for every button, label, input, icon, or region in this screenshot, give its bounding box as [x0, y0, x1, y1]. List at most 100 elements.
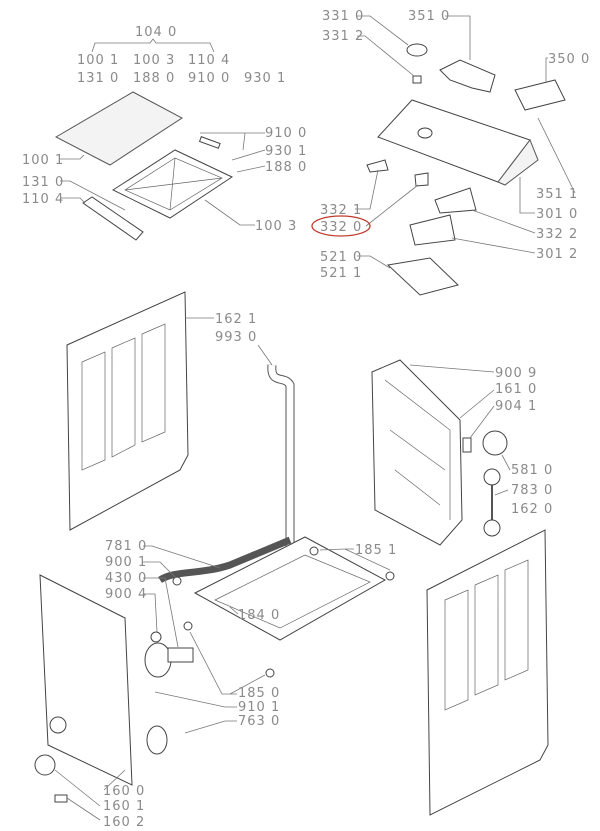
leader	[319, 548, 391, 571]
part-301-2	[409, 214, 456, 246]
part-label: 331 2	[322, 29, 364, 44]
part-label: 188 0	[265, 160, 307, 175]
foot-185-0	[183, 621, 193, 631]
frame-cross	[124, 157, 223, 211]
ring-part	[483, 468, 501, 486]
part-label: 930 1	[265, 144, 307, 159]
leader	[519, 177, 535, 214]
leader	[357, 255, 391, 269]
kit-member: 110 4	[188, 53, 230, 68]
part-332-0	[414, 172, 429, 187]
leader	[143, 561, 177, 579]
leader	[154, 691, 237, 708]
leader	[189, 631, 266, 695]
leader	[451, 237, 536, 254]
part-332-1	[366, 159, 389, 173]
leader	[409, 364, 495, 373]
leader	[231, 149, 266, 161]
clamp-900-4	[150, 631, 162, 643]
part-label: 332 1	[320, 203, 362, 218]
part-label: 581 0	[511, 463, 553, 478]
part-label: 900 4	[105, 587, 147, 602]
part-label: 160 2	[103, 815, 145, 830]
part-label: 430 0	[105, 571, 147, 586]
leader	[545, 57, 548, 82]
front-panel-part	[39, 574, 133, 786]
leader	[494, 489, 509, 496]
kit-member: 930 1	[244, 71, 286, 86]
part-label: 161 0	[495, 382, 537, 397]
side-panel-right-part	[426, 529, 549, 816]
part-label: 904 1	[495, 399, 537, 414]
filter-763-part	[146, 725, 168, 755]
part-label: 993 0	[215, 330, 257, 345]
part-label: 350 0	[548, 52, 590, 67]
part-label: 301 2	[536, 247, 578, 262]
part-label: 351 1	[536, 187, 578, 202]
part-label: 910 1	[238, 700, 280, 715]
leader	[143, 545, 221, 569]
kit-bracket	[91, 38, 215, 53]
kit-member: 910 0	[188, 71, 230, 86]
leader	[357, 15, 409, 46]
panel-knob-hole	[417, 127, 433, 139]
knob-insert-part	[412, 75, 422, 84]
part-label: 910 0	[265, 126, 307, 141]
side-panel-ribs	[81, 323, 166, 471]
part-label: 781 0	[105, 539, 147, 554]
part-label: 763 0	[238, 714, 280, 729]
leader	[445, 15, 471, 60]
part-label: 900 9	[495, 366, 537, 381]
part-label: 783 0	[511, 483, 553, 498]
part-904-1	[462, 437, 472, 453]
clamp-900-1	[172, 576, 182, 586]
part-label: 521 0	[320, 250, 362, 265]
part-label: 162 0	[511, 502, 553, 517]
hatch-cover-160-1	[34, 754, 56, 776]
leader	[184, 720, 237, 734]
leader	[257, 344, 273, 366]
side-panel-left-part	[66, 291, 189, 531]
highlighted-part-label: 332 0	[320, 220, 362, 235]
side-panel-right-ribs	[444, 559, 529, 711]
pump-581-part	[482, 430, 508, 456]
leader	[357, 35, 415, 77]
lid-part	[54, 91, 183, 166]
leader	[143, 593, 158, 633]
ring-part-lower	[483, 519, 501, 537]
drain-hose-781-part	[158, 536, 292, 584]
leader	[60, 154, 85, 160]
kit-label: 104 0	[135, 25, 177, 40]
leader	[60, 180, 126, 211]
pcb-350-part	[514, 79, 566, 111]
highlight-ellipse	[311, 215, 371, 237]
part-label: 900 1	[105, 555, 147, 570]
handle-part	[82, 196, 144, 241]
service-hatch-hole	[49, 716, 67, 734]
bracket-351-part	[439, 59, 496, 93]
part-label: 160 1	[103, 799, 145, 814]
leader	[501, 454, 511, 471]
base-frame-part	[193, 536, 387, 641]
part-label: 184 0	[238, 608, 280, 623]
part-521-module	[386, 257, 459, 296]
leader	[537, 117, 576, 194]
part-label: 521 1	[320, 266, 362, 281]
part-label: 131 0	[22, 175, 64, 190]
leader	[60, 197, 86, 204]
leader	[471, 209, 536, 234]
leader	[459, 389, 495, 419]
leader	[355, 169, 379, 210]
base-frame-inner	[214, 554, 371, 629]
part-label: 185 1	[355, 543, 397, 558]
kit-member: 100 1	[77, 53, 119, 68]
leader	[229, 606, 239, 615]
foot-185-1	[309, 546, 319, 556]
part-label: 332 2	[536, 227, 578, 242]
leader	[236, 165, 266, 173]
leader	[204, 199, 255, 226]
part-label: 162 1	[215, 312, 257, 327]
part-label: 100 1	[22, 153, 64, 168]
part-332-2	[434, 187, 477, 214]
